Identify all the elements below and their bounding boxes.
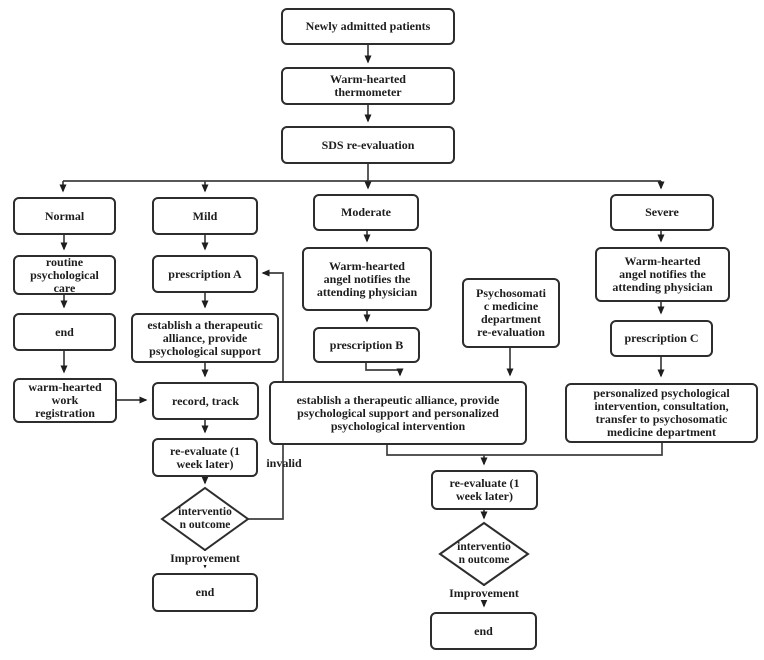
sds-re-evaluation-box: SDS re-evaluation (281, 126, 455, 164)
intervention-outcome-mild-text: interventio n outcome (178, 506, 232, 531)
normal-box: Normal (13, 197, 116, 235)
intervention-outcome-diamond-moderate (438, 521, 530, 587)
improvement-label-moderate: Improvement (437, 586, 531, 600)
re-evaluate-moderate-box: re-evaluate (1 week later) (431, 470, 538, 510)
record-track-box: record, track (152, 382, 259, 420)
establish-alliance-moderate-box: establish a therapeutic alliance, provid… (269, 381, 527, 445)
intervention-outcome-diamond-mild (160, 486, 250, 552)
warm-angel-notifies-moderate-box: Warm-hearted angel notifies the attendin… (302, 247, 432, 311)
warm-angel-notifies-severe-box: Warm-hearted angel notifies the attendin… (595, 247, 730, 302)
newly-admitted-patients-box: Newly admitted patients (281, 8, 455, 45)
intervention-outcome-moderate-text: interventio n outcome (457, 541, 511, 566)
severe-box: Severe (610, 194, 714, 231)
establish-alliance-mild-box: establish a therapeutic alliance, provid… (131, 313, 279, 363)
end-normal-box: end (13, 313, 116, 351)
prescription-b-box: prescription B (313, 327, 420, 363)
prescription-a-box: prescription A (152, 255, 258, 293)
warm-hearted-work-registration-box: warm-hearted work registration (13, 378, 117, 423)
warm-hearted-thermometer-box: Warm-hearted thermometer (281, 67, 455, 105)
moderate-box: Moderate (313, 194, 419, 231)
edge-join-line (386, 443, 663, 456)
end-moderate-box: end (430, 612, 537, 650)
personalized-intervention-severe-box: personalized psychological intervention,… (565, 383, 758, 443)
psychosomatic-reevaluation-box: Psychosomati c medicine department re-ev… (462, 278, 560, 348)
improvement-label-mild: Improvement (158, 551, 252, 565)
mild-box: Mild (152, 197, 258, 235)
invalid-label: invalid (266, 456, 302, 470)
re-evaluate-mild-box: re-evaluate (1 week later) (152, 438, 258, 477)
edge-prescriptionb-establish (365, 363, 404, 377)
end-mild-box: end (152, 573, 258, 612)
routine-psychological-care-box: routine psychological care (13, 255, 116, 295)
prescription-c-box: prescription C (610, 320, 713, 357)
